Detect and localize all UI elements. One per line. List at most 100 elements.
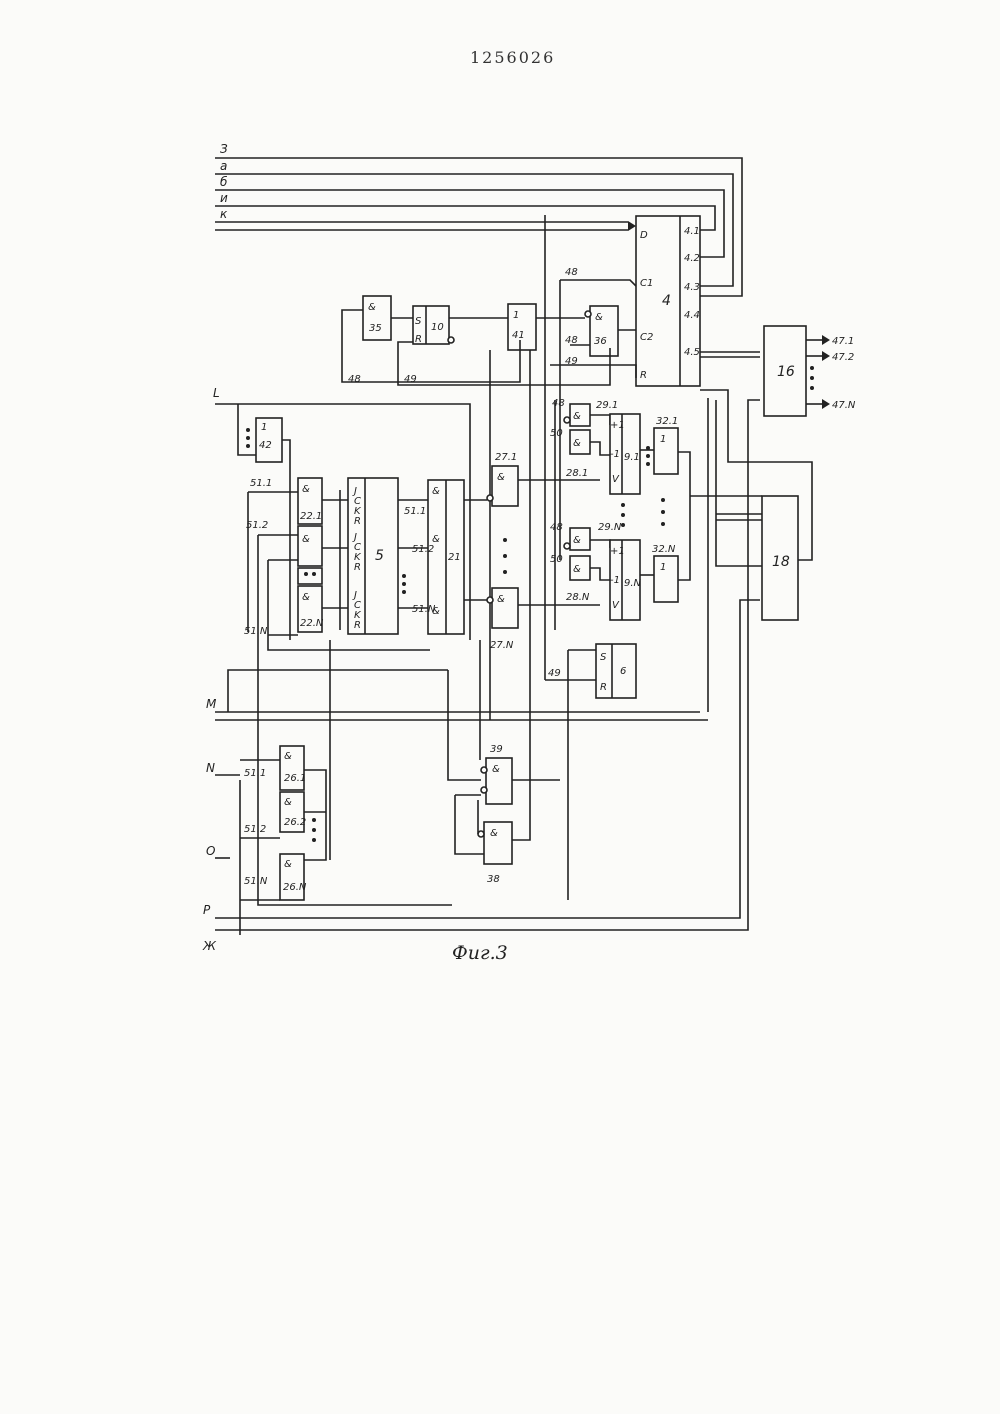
block-4: 4 D C1 C2 R 4.1 4.2 4.3 4.4 4.5: [636, 216, 700, 386]
svg-text:R: R: [354, 562, 361, 573]
svg-text:49: 49: [404, 374, 417, 385]
figure-caption: Фиг.3: [452, 942, 508, 964]
input-label-b: б: [220, 175, 228, 189]
svg-text:51.1: 51.1: [404, 506, 426, 517]
arrow-head: [628, 221, 636, 231]
svg-text:51.N: 51.N: [244, 626, 268, 637]
svg-text:4.1: 4.1: [684, 226, 700, 237]
svg-text:N: N: [206, 761, 215, 775]
svg-text:R: R: [640, 370, 647, 381]
svg-text:35: 35: [369, 323, 382, 334]
svg-text:O: O: [206, 844, 215, 858]
svg-text:48: 48: [565, 267, 578, 278]
block-35: & 35: [363, 296, 391, 340]
input-label-i: и: [220, 191, 228, 205]
svg-text:R: R: [354, 620, 361, 631]
svg-text:21: 21: [448, 552, 461, 563]
svg-text:&: &: [302, 592, 310, 603]
svg-text:C1: C1: [640, 278, 653, 289]
svg-text:&: &: [302, 534, 310, 545]
svg-text:&: &: [573, 535, 581, 546]
svg-text:&: &: [368, 302, 376, 313]
svg-text:Ж: Ж: [202, 939, 217, 953]
svg-text:48: 48: [552, 398, 565, 409]
svg-text:D: D: [640, 230, 648, 241]
svg-text:26.N: 26.N: [283, 882, 307, 893]
svg-text:&: &: [302, 484, 310, 495]
output-47-N: 47.N: [832, 400, 856, 411]
block-6: S R 6: [596, 644, 636, 698]
svg-text:4.2: 4.2: [684, 253, 700, 264]
block-41: 1 41: [508, 304, 536, 350]
svg-text:49: 49: [565, 356, 578, 367]
svg-text:&: &: [573, 564, 581, 575]
svg-text:10: 10: [431, 322, 444, 333]
svg-text:5: 5: [375, 548, 384, 564]
svg-text:27.N: 27.N: [490, 640, 514, 651]
input-label-k: к: [220, 207, 228, 221]
svg-text:26.1: 26.1: [284, 773, 306, 784]
block-5: 5 J C K R J C K R J C K R: [348, 478, 398, 634]
svg-text:51.1: 51.1: [250, 478, 272, 489]
svg-text:39: 39: [490, 744, 503, 755]
block-36: & 36: [590, 306, 618, 356]
block-18: 18: [762, 496, 798, 620]
svg-text:V: V: [612, 600, 620, 611]
svg-text:4: 4: [662, 293, 671, 309]
svg-text:P: P: [203, 903, 211, 917]
svg-text:C2: C2: [640, 332, 653, 343]
svg-text:50: 50: [550, 428, 563, 439]
svg-text:4.5: 4.5: [684, 347, 700, 358]
gate-group-32: 1 32.1 1 32.N: [646, 416, 678, 602]
svg-text:49: 49: [548, 668, 561, 679]
svg-text:1: 1: [660, 434, 666, 445]
svg-text:48: 48: [565, 335, 578, 346]
svg-text:51.N: 51.N: [412, 604, 436, 615]
svg-text:S: S: [600, 652, 607, 663]
svg-text:18: 18: [772, 554, 790, 570]
svg-text:9.N: 9.N: [624, 578, 642, 589]
svg-text:&: &: [492, 764, 500, 775]
svg-text:28.N: 28.N: [566, 592, 590, 603]
gate-group-26: & 26.1 & 26.2 & 26.N: [280, 746, 316, 900]
svg-text:+1: +1: [610, 420, 625, 431]
svg-text:1: 1: [261, 422, 267, 433]
svg-text:&: &: [497, 594, 505, 605]
block-38: & 38: [484, 822, 512, 885]
svg-text:&: &: [284, 859, 292, 870]
input-label-a: а: [220, 159, 227, 173]
svg-text:26.2: 26.2: [284, 817, 306, 828]
counter-9-N: +1 -1 V 9.N: [610, 540, 642, 620]
svg-text:-1: -1: [610, 575, 620, 586]
svg-text:4.3: 4.3: [684, 282, 700, 293]
svg-text:36: 36: [594, 336, 607, 347]
svg-text:48: 48: [550, 522, 563, 533]
svg-text:51.1: 51.1: [244, 768, 266, 779]
svg-text:S: S: [415, 316, 422, 327]
svg-text:48: 48: [348, 374, 361, 385]
svg-text:&: &: [573, 438, 581, 449]
svg-text:32.1: 32.1: [656, 416, 678, 427]
svg-text:51.2: 51.2: [412, 544, 434, 555]
svg-text:+1: +1: [610, 546, 625, 557]
svg-text:29.1: 29.1: [596, 400, 618, 411]
svg-text:L: L: [213, 386, 220, 400]
svg-text:V: V: [612, 474, 620, 485]
svg-text:&: &: [497, 472, 505, 483]
svg-text:&: &: [284, 751, 292, 762]
svg-text:41: 41: [512, 330, 525, 341]
svg-text:-1: -1: [610, 449, 620, 460]
svg-text:42: 42: [259, 440, 272, 451]
svg-text:R: R: [354, 516, 361, 527]
svg-text:M: M: [206, 697, 217, 711]
svg-text:16: 16: [777, 364, 795, 380]
svg-text:51.2: 51.2: [246, 520, 268, 531]
gate-group-27: & & 27.1 27.N: [490, 452, 518, 651]
svg-text:R: R: [415, 334, 422, 345]
svg-text:32.N: 32.N: [652, 544, 676, 555]
svg-text:R: R: [600, 682, 607, 693]
input-label-z: З: [220, 142, 228, 156]
counter-9-1: +1 -1 V 9.1: [610, 414, 640, 494]
svg-text:&: &: [490, 828, 498, 839]
